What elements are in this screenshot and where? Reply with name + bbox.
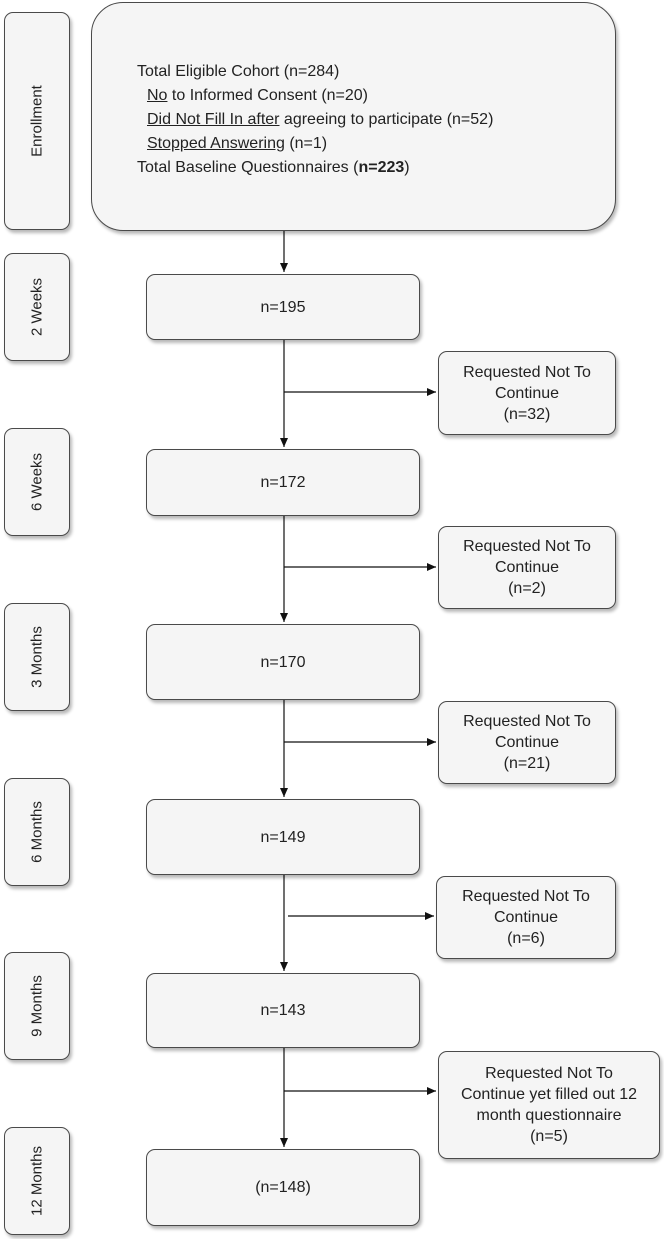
- stage-label: 12 Months: [28, 1145, 46, 1217]
- count-box-3-months: n=170: [146, 624, 420, 700]
- count-value: (n=148): [255, 1179, 311, 1196]
- stage-2-weeks: 2 Weeks: [4, 253, 70, 361]
- stage-label: 6 Weeks: [28, 452, 46, 512]
- stage-12-months: 12 Months: [4, 1127, 70, 1235]
- stage-3-months: 3 Months: [4, 603, 70, 711]
- count-box-12-months: (n=148): [146, 1149, 420, 1226]
- stage-label: 9 Months: [28, 975, 46, 1037]
- did-not-fill-line: Did Not Fill In after agreeing to partic…: [147, 111, 494, 128]
- stage-label: 6 Months: [28, 801, 46, 863]
- stopped-answering-line: Stopped Answering (n=1): [147, 135, 328, 152]
- stage-label: Enrollment: [28, 85, 46, 157]
- count-value: n=143: [260, 1002, 306, 1019]
- no-consent-line: No to Informed Consent (n=20): [147, 87, 369, 104]
- enrollment-box: Total Eligible Cohort (n=284) No to Info…: [91, 2, 616, 231]
- count-box-9-months: n=143: [146, 973, 420, 1048]
- count-box-6-months: n=149: [146, 799, 420, 875]
- enrollment-text: Total Eligible Cohort (n=284) No to Info…: [137, 60, 493, 180]
- count-value: n=195: [260, 298, 306, 316]
- stage-9-months: 9 Months: [4, 952, 70, 1060]
- baseline-total-line: Total Baseline Questionnaires (n=223): [137, 159, 410, 176]
- count-box-6-weeks: n=172: [146, 449, 420, 516]
- stage-enrollment: Enrollment: [4, 12, 70, 230]
- count-box-2-weeks: n=195: [146, 274, 420, 340]
- count-value: n=170: [260, 653, 306, 671]
- stage-label: 2 Weeks: [28, 277, 46, 337]
- eligible-cohort-line: Total Eligible Cohort (n=284): [137, 63, 340, 80]
- stage-6-weeks: 6 Weeks: [4, 428, 70, 536]
- stage-6-months: 6 Months: [4, 778, 70, 886]
- count-value: n=172: [260, 474, 306, 491]
- stage-label: 3 Months: [28, 626, 46, 688]
- count-value: n=149: [260, 828, 306, 846]
